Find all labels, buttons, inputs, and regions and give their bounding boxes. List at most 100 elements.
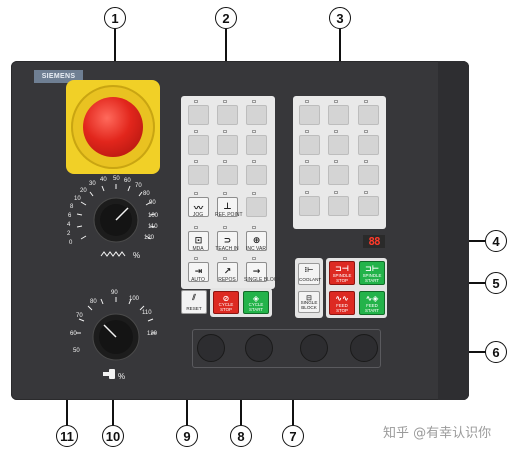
tick-label: 100 — [148, 213, 159, 219]
key-led — [252, 100, 256, 103]
tick-label: 120 — [144, 235, 155, 241]
tick-label: 6 — [68, 213, 72, 219]
blank-key[interactable] — [188, 105, 209, 125]
ref-point-label: REF. POINT — [215, 212, 243, 218]
tick-label: 30 — [89, 181, 96, 187]
key-led — [334, 130, 338, 133]
coolant-key[interactable]: ⁞⊢ COOLANT — [298, 263, 321, 285]
tick-label: 50 — [73, 348, 80, 354]
expansion-slot[interactable] — [350, 334, 378, 362]
user-key[interactable] — [299, 165, 320, 185]
mda-key[interactable]: ⊡ — [188, 231, 209, 251]
teach-in-key[interactable]: ⊃ — [217, 231, 238, 251]
key-led — [223, 130, 227, 133]
tick-label: 8 — [70, 204, 74, 210]
key-led — [194, 226, 198, 229]
callout-1: 1 — [104, 7, 126, 29]
auto-key[interactable]: ⇥ — [188, 262, 209, 282]
expansion-slot[interactable] — [300, 334, 328, 362]
leader-line — [112, 385, 114, 425]
cycle-start-label: CYCLE START — [248, 302, 264, 312]
coolant-icon: ⁞⊢ — [304, 266, 314, 274]
key-led — [364, 160, 368, 163]
single-block-key[interactable]: ⊟ SINGLE BLOCK — [298, 291, 320, 313]
ref-point-key[interactable]: ⊥ — [217, 197, 238, 217]
user-key[interactable] — [328, 196, 349, 216]
cycle-stop-button[interactable]: ⊘ CYCLE STOP — [213, 291, 239, 314]
expansion-slot-strip — [192, 329, 381, 368]
jog-key[interactable]: 〰 — [188, 197, 209, 217]
callout-6: 6 — [485, 341, 507, 363]
key-led — [305, 191, 309, 194]
panel-side-edge — [438, 61, 469, 400]
key-led — [223, 226, 227, 229]
blank-key[interactable] — [188, 135, 209, 155]
key-led — [252, 192, 256, 195]
spindle-override-dial[interactable] — [66, 289, 166, 389]
user-key[interactable] — [358, 105, 379, 125]
spindle-start-button[interactable]: ⊐⊢ SPINDLE START — [359, 261, 385, 285]
percent-label: % — [118, 372, 126, 381]
callout-4: 4 — [485, 230, 507, 252]
key-led — [334, 100, 338, 103]
callout-7: 7 — [282, 425, 304, 447]
user-key[interactable] — [358, 165, 379, 185]
blank-key[interactable] — [188, 165, 209, 185]
key-led — [194, 100, 198, 103]
user-key[interactable] — [328, 165, 349, 185]
tick-label: 2 — [67, 231, 71, 237]
feed-start-label: FEED START — [365, 303, 379, 313]
reset-key[interactable]: ⫽ RESET — [181, 290, 207, 314]
feed-stop-icon: ∿∿ — [335, 294, 349, 303]
single-block-mode-key[interactable]: → — [246, 262, 267, 282]
blank-key[interactable] — [246, 197, 267, 217]
tick-label: 20 — [80, 188, 87, 194]
key-led — [223, 160, 227, 163]
feed-override-dial[interactable] — [66, 176, 166, 268]
spindle-dial-labels: 50 60 70 80 90 100 110 120 % — [66, 289, 166, 389]
expansion-slot[interactable] — [245, 334, 273, 362]
blank-key[interactable] — [217, 165, 238, 185]
key-led — [305, 130, 309, 133]
user-key[interactable] — [299, 196, 320, 216]
spindle-stop-button[interactable]: ⊐⊣ SPINDLE STOP — [329, 261, 355, 285]
percent-label: % — [133, 251, 141, 260]
user-key[interactable] — [299, 135, 320, 155]
blank-key[interactable] — [246, 105, 267, 125]
mda-label: MDA — [192, 246, 204, 252]
tick-label: 70 — [135, 183, 142, 189]
callout-2: 2 — [215, 7, 237, 29]
emergency-stop-button[interactable] — [83, 97, 143, 157]
blank-key[interactable] — [217, 135, 238, 155]
cycle-stop-icon: ⊘ — [222, 294, 230, 303]
callout-9: 9 — [176, 425, 198, 447]
key-led — [305, 100, 309, 103]
user-key[interactable] — [358, 196, 379, 216]
user-key[interactable] — [358, 135, 379, 155]
feed-start-button[interactable]: ∿◈ FEED START — [359, 291, 385, 315]
user-key[interactable] — [299, 105, 320, 125]
single-block-mode-label: SINGLE BLOCK — [244, 277, 281, 283]
expansion-slot[interactable] — [197, 334, 225, 362]
key-led — [364, 130, 368, 133]
inc-var-key[interactable]: ⊕ — [246, 231, 267, 251]
key-led — [223, 192, 227, 195]
user-key[interactable] — [328, 135, 349, 155]
cycle-start-button[interactable]: ◈ CYCLE START — [243, 291, 269, 314]
blank-key[interactable] — [217, 105, 238, 125]
tick-label: 0 — [69, 240, 73, 246]
blank-key[interactable] — [246, 165, 267, 185]
tick-label: 60 — [70, 331, 77, 337]
key-led — [223, 100, 227, 103]
user-key[interactable] — [328, 105, 349, 125]
feed-dial-labels: 0 2 4 6 8 10 20 30 40 50 60 70 80 90 100… — [66, 176, 166, 268]
blank-key[interactable] — [246, 135, 267, 155]
tick-label: 4 — [67, 222, 71, 228]
key-led — [364, 191, 368, 194]
jog-label: JOG — [192, 212, 204, 218]
repos-key[interactable]: ↗ — [217, 262, 238, 282]
key-led — [252, 257, 256, 260]
spindle-start-icon: ⊐⊢ — [364, 264, 379, 273]
teach-in-label: TEACH IN — [215, 246, 239, 252]
feed-stop-button[interactable]: ∿∿ FEED STOP — [329, 291, 355, 315]
